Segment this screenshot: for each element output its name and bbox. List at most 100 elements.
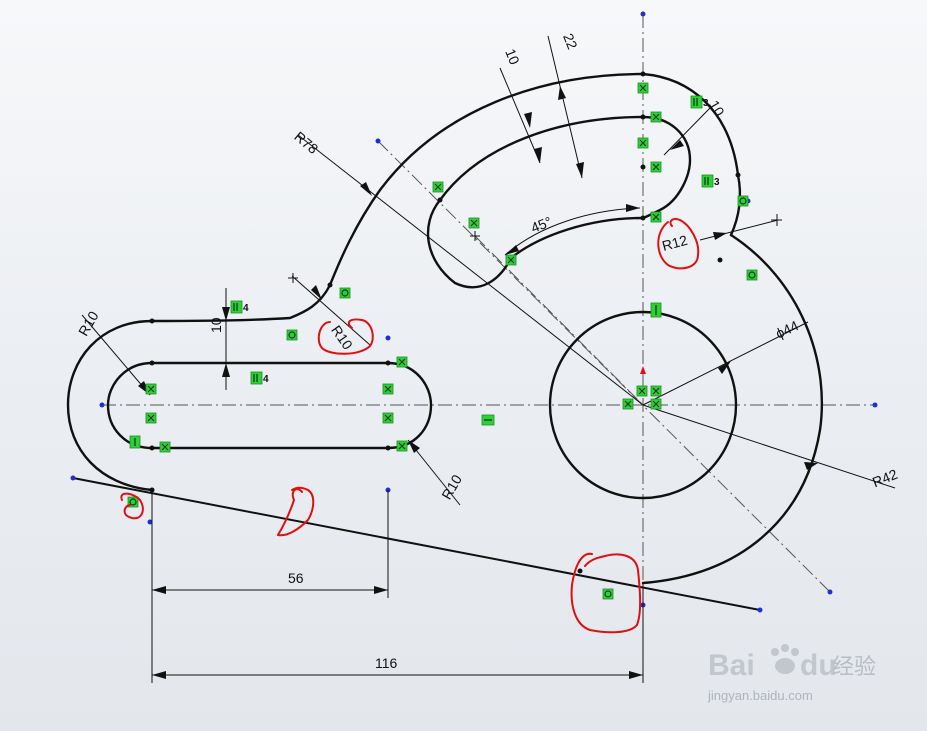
endpoint[interactable] (872, 402, 878, 408)
dim-R12[interactable]: R12 (660, 232, 689, 254)
point[interactable] (640, 114, 646, 120)
watermark: Bai du 经验 jingyan.baidu.com (707, 644, 876, 703)
red-mark-tangent-left (120, 492, 144, 520)
watermark-url: jingyan.baidu.com (707, 688, 813, 703)
endpoint[interactable] (99, 402, 105, 408)
relation-icon[interactable] (637, 82, 649, 94)
point[interactable] (437, 197, 443, 203)
relation-icon[interactable] (637, 137, 649, 149)
relation-icon[interactable] (286, 329, 298, 341)
arc-R10-left-outer[interactable] (66, 319, 154, 492)
point[interactable] (149, 445, 155, 451)
profile-geometry (66, 72, 824, 611)
red-circle-R10 (317, 318, 374, 355)
dim-R10-lower[interactable]: R10 (438, 472, 465, 502)
endpoint[interactable] (757, 607, 763, 613)
point[interactable] (385, 360, 391, 366)
relation-icon[interactable] (468, 217, 480, 229)
point[interactable] (577, 568, 583, 574)
point[interactable] (640, 164, 646, 170)
relation-icon[interactable] (382, 412, 394, 424)
endpoint[interactable] (827, 589, 833, 595)
point[interactable] (327, 282, 333, 288)
relation-icons: 4 4 3 3 (127, 82, 758, 600)
arc-R42-outer[interactable] (641, 233, 824, 585)
relation-icon[interactable] (145, 383, 157, 395)
relation-icon[interactable] (127, 496, 139, 508)
dim-56[interactable]: 56 (288, 570, 304, 586)
dim-45deg[interactable]: 45° (528, 213, 554, 236)
dim-10-top[interactable]: 10 (502, 46, 523, 67)
svg-text:4: 4 (263, 374, 269, 385)
endpoint[interactable] (385, 335, 391, 341)
point[interactable] (149, 360, 155, 366)
relation-icon[interactable] (129, 435, 141, 449)
relation-icon[interactable] (339, 287, 351, 299)
dim-phi44[interactable]: ϕ44 (773, 317, 801, 341)
arc-R10-connector[interactable] (150, 283, 332, 323)
watermark-brand-cn: 经验 (832, 655, 876, 680)
endpoint[interactable] (375, 138, 381, 144)
point[interactable] (717, 257, 723, 263)
endpoint[interactable] (640, 11, 646, 17)
relation-icon[interactable] (622, 398, 634, 410)
circle-phi44[interactable] (548, 310, 738, 500)
relation-icon[interactable] (396, 440, 408, 452)
relation-icon[interactable] (159, 441, 171, 453)
svg-text:3: 3 (714, 177, 720, 188)
relation-icon[interactable] (602, 588, 614, 600)
arc-slot-end-left[interactable] (426, 198, 513, 289)
relation-icon[interactable] (505, 254, 517, 266)
dim-10-mid[interactable]: 10 (208, 317, 224, 333)
arc-outer-slot[interactable] (328, 72, 740, 287)
arc-slot-right-end[interactable] (386, 361, 433, 450)
relation-icon[interactable] (650, 211, 662, 223)
arc-slot-end-right[interactable] (641, 115, 692, 220)
dim-R78[interactable]: R78 (291, 128, 321, 157)
slot-centerline (474, 235, 644, 406)
diagonal-centerline-45[interactable] (377, 140, 831, 593)
relation-icon[interactable] (746, 269, 758, 281)
point[interactable] (640, 71, 646, 77)
tangent-line[interactable] (72, 477, 761, 611)
relation-icon[interactable] (432, 181, 444, 193)
watermark-brand-latin: Bai (708, 649, 755, 682)
dim-116[interactable]: 116 (375, 655, 398, 671)
origin-marker (640, 366, 646, 374)
red-box-tangent-right (570, 552, 642, 634)
point[interactable] (640, 215, 646, 221)
equal-relation-4-lower[interactable]: 4 (250, 371, 269, 385)
relation-icon[interactable] (481, 414, 495, 426)
relation-icon[interactable] (650, 398, 662, 410)
red-annotations (120, 218, 700, 634)
dim-22[interactable]: 22 (560, 31, 581, 52)
svg-text:3: 3 (703, 98, 709, 109)
svg-text:4: 4 (243, 303, 249, 314)
red-mark-tangent-mid (277, 486, 315, 537)
arc-slot-inner-edge[interactable] (509, 216, 645, 260)
endpoint[interactable] (147, 519, 153, 525)
relation-icon[interactable] (396, 356, 408, 368)
sketch-points (70, 11, 878, 613)
equal-relation-3-upper[interactable]: 3 (690, 95, 709, 109)
dim-10-right[interactable]: 10 (706, 97, 728, 119)
relation-icon[interactable] (650, 385, 662, 397)
relation-icon[interactable] (650, 111, 662, 123)
relation-icon[interactable] (382, 383, 394, 395)
relation-icon[interactable] (145, 412, 157, 424)
endpoint[interactable] (70, 475, 76, 481)
relation-icon[interactable] (650, 161, 662, 173)
equal-relation-3-lower[interactable]: 3 (701, 174, 720, 188)
point[interactable] (735, 172, 741, 178)
point[interactable] (149, 318, 155, 324)
dim-R42[interactable]: R42 (870, 466, 900, 491)
watermark-brand-mid: du (800, 649, 837, 682)
dimensions: 116 56 R10 R10 10 R10 R78 10 (75, 31, 900, 683)
relation-icon[interactable] (636, 385, 648, 397)
relation-icon[interactable] (737, 195, 749, 207)
equal-relation-4-upper[interactable]: 4 (230, 300, 249, 314)
point[interactable] (385, 445, 391, 451)
relation-icon[interactable] (650, 302, 662, 318)
arc-slot-outer-edge[interactable] (438, 115, 645, 202)
